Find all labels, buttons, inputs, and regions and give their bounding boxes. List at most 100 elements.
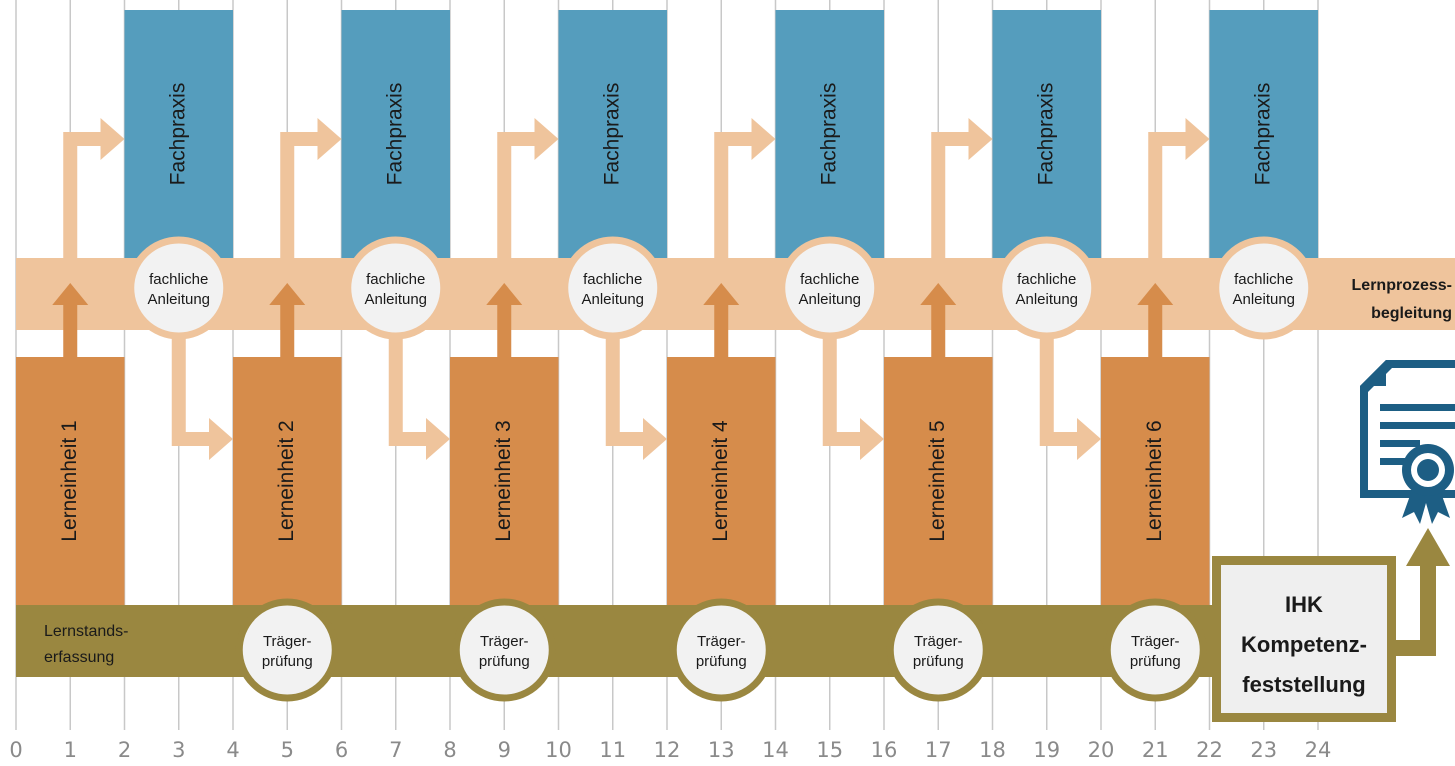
arrow-elbow-down-right bbox=[1039, 330, 1101, 460]
circle-line1: Träger- bbox=[263, 633, 312, 650]
tick-label: 10 bbox=[545, 738, 572, 762]
traegerpruefung-circle: Träger-prüfung bbox=[1103, 598, 1207, 702]
tick-label: 15 bbox=[816, 738, 843, 762]
lerneinheit-block bbox=[16, 357, 125, 605]
tick-label: 0 bbox=[9, 738, 22, 762]
fachpraxis-block bbox=[558, 10, 667, 258]
tick-label: 7 bbox=[389, 738, 402, 762]
ihk-line2: Kompetenz- bbox=[1241, 632, 1367, 657]
arrow-elbow-up-right bbox=[931, 118, 993, 258]
circle-line1: Träger- bbox=[480, 633, 529, 650]
circle-shape bbox=[452, 598, 556, 702]
certificate-icon bbox=[1360, 360, 1455, 524]
circle-line1: fachliche bbox=[1234, 271, 1293, 288]
traegerpruefung-circle: Träger-prüfung bbox=[235, 598, 339, 702]
ihk-kompetenzfeststellung-box: IHK Kompetenz- feststellung bbox=[1212, 556, 1396, 722]
traegerpruefung-circle: Träger-prüfung bbox=[886, 598, 990, 702]
circle-line1: Träger- bbox=[914, 633, 963, 650]
tick-label: 20 bbox=[1088, 738, 1115, 762]
circle-line2: Anleitung bbox=[798, 291, 861, 308]
lerneinheit-label: Lerneinheit 3 bbox=[492, 420, 515, 541]
fachpraxis-block bbox=[341, 10, 450, 258]
circle-shape bbox=[344, 236, 448, 340]
traegerpruefung-circle: Träger-prüfung bbox=[452, 598, 556, 702]
lerneinheit-label: Lerneinheit 4 bbox=[709, 420, 732, 542]
tick-label: 14 bbox=[762, 738, 789, 762]
lernprozess-label-line2: begleitung bbox=[1371, 305, 1452, 322]
tick-label: 8 bbox=[443, 738, 456, 762]
ihk-to-certificate-arrow bbox=[1396, 528, 1450, 656]
fachpraxis-label: Fachpraxis bbox=[166, 83, 189, 186]
circle-line2: prüfung bbox=[262, 653, 313, 670]
tick-label: 6 bbox=[335, 738, 348, 762]
tick-label: 17 bbox=[925, 738, 952, 762]
arrow-up-short bbox=[269, 283, 306, 357]
circle-shape bbox=[669, 598, 773, 702]
arrow-elbow-down-right bbox=[388, 330, 450, 460]
tick-label: 11 bbox=[599, 738, 626, 762]
circle-line1: Träger- bbox=[1131, 633, 1180, 650]
tick-label: 18 bbox=[979, 738, 1006, 762]
circle-line1: fachliche bbox=[1017, 271, 1076, 288]
tick-label: 13 bbox=[708, 738, 735, 762]
fachpraxis-label: Fachpraxis bbox=[1034, 83, 1057, 186]
arrow-elbow-up-right bbox=[280, 118, 342, 258]
circle-line2: Anleitung bbox=[147, 291, 210, 308]
circle-line2: Anleitung bbox=[364, 291, 427, 308]
lerneinheit-block bbox=[884, 357, 993, 605]
tick-label: 22 bbox=[1196, 738, 1223, 762]
arrow-up-short bbox=[1137, 283, 1174, 357]
circle-line2: prüfung bbox=[1130, 653, 1181, 670]
circle-layer: fachlicheAnleitungfachlicheAnleitungfach… bbox=[127, 236, 1316, 702]
ihk-line3: feststellung bbox=[1242, 672, 1365, 697]
circle-line2: Anleitung bbox=[1015, 291, 1078, 308]
circle-line1: fachliche bbox=[149, 271, 208, 288]
arrow-elbow-down-right bbox=[171, 330, 233, 460]
arrow-elbow-down-right bbox=[822, 330, 884, 460]
circle-line2: prüfung bbox=[696, 653, 747, 670]
circle-line2: Anleitung bbox=[1232, 291, 1295, 308]
circle-shape bbox=[778, 236, 882, 340]
circle-shape bbox=[995, 236, 1099, 340]
lernprozess-label-line1: Lernprozess- bbox=[1352, 277, 1452, 294]
tick-label: 19 bbox=[1033, 738, 1060, 762]
lerneinheit-block bbox=[667, 357, 776, 605]
circle-line1: Träger- bbox=[697, 633, 746, 650]
tick-label: 1 bbox=[64, 738, 77, 762]
ihk-line1: IHK bbox=[1285, 592, 1323, 617]
circle-line1: fachliche bbox=[366, 271, 425, 288]
circle-line2: prüfung bbox=[913, 653, 964, 670]
lerneinheit-label: Lerneinheit 6 bbox=[1143, 420, 1166, 541]
tick-label: 12 bbox=[654, 738, 681, 762]
arrow-layer bbox=[52, 118, 1210, 460]
lerneinheit-block bbox=[233, 357, 342, 605]
circle-line1: fachliche bbox=[800, 271, 859, 288]
arrow-up-short bbox=[486, 283, 523, 357]
circle-line2: Anleitung bbox=[581, 291, 644, 308]
lerneinheit-label: Lerneinheit 2 bbox=[275, 420, 298, 541]
fachpraxis-block bbox=[124, 10, 233, 258]
circle-line1: fachliche bbox=[583, 271, 642, 288]
tick-label: 23 bbox=[1250, 738, 1277, 762]
tick-label: 5 bbox=[281, 738, 294, 762]
circle-shape bbox=[1103, 598, 1207, 702]
block-layer: Fachpraxis Fachpraxis Fachpraxis Fachpraxis… bbox=[16, 10, 1318, 605]
circle-shape bbox=[235, 598, 339, 702]
fachpraxis-label: Fachpraxis bbox=[383, 83, 406, 186]
lerneinheit-block bbox=[450, 357, 559, 605]
arrow-elbow-down-right bbox=[605, 330, 667, 460]
fachpraxis-label: Fachpraxis bbox=[1251, 83, 1274, 186]
fachpraxis-label: Fachpraxis bbox=[600, 83, 623, 186]
arrow-elbow-up-right bbox=[714, 118, 776, 258]
tick-label: 9 bbox=[498, 738, 511, 762]
lernstand-label-line1: Lernstands- bbox=[44, 623, 129, 640]
fachpraxis-block bbox=[1209, 10, 1318, 258]
arrow-up-short bbox=[52, 283, 89, 357]
lernstand-label-line2: erfassung bbox=[44, 649, 114, 666]
